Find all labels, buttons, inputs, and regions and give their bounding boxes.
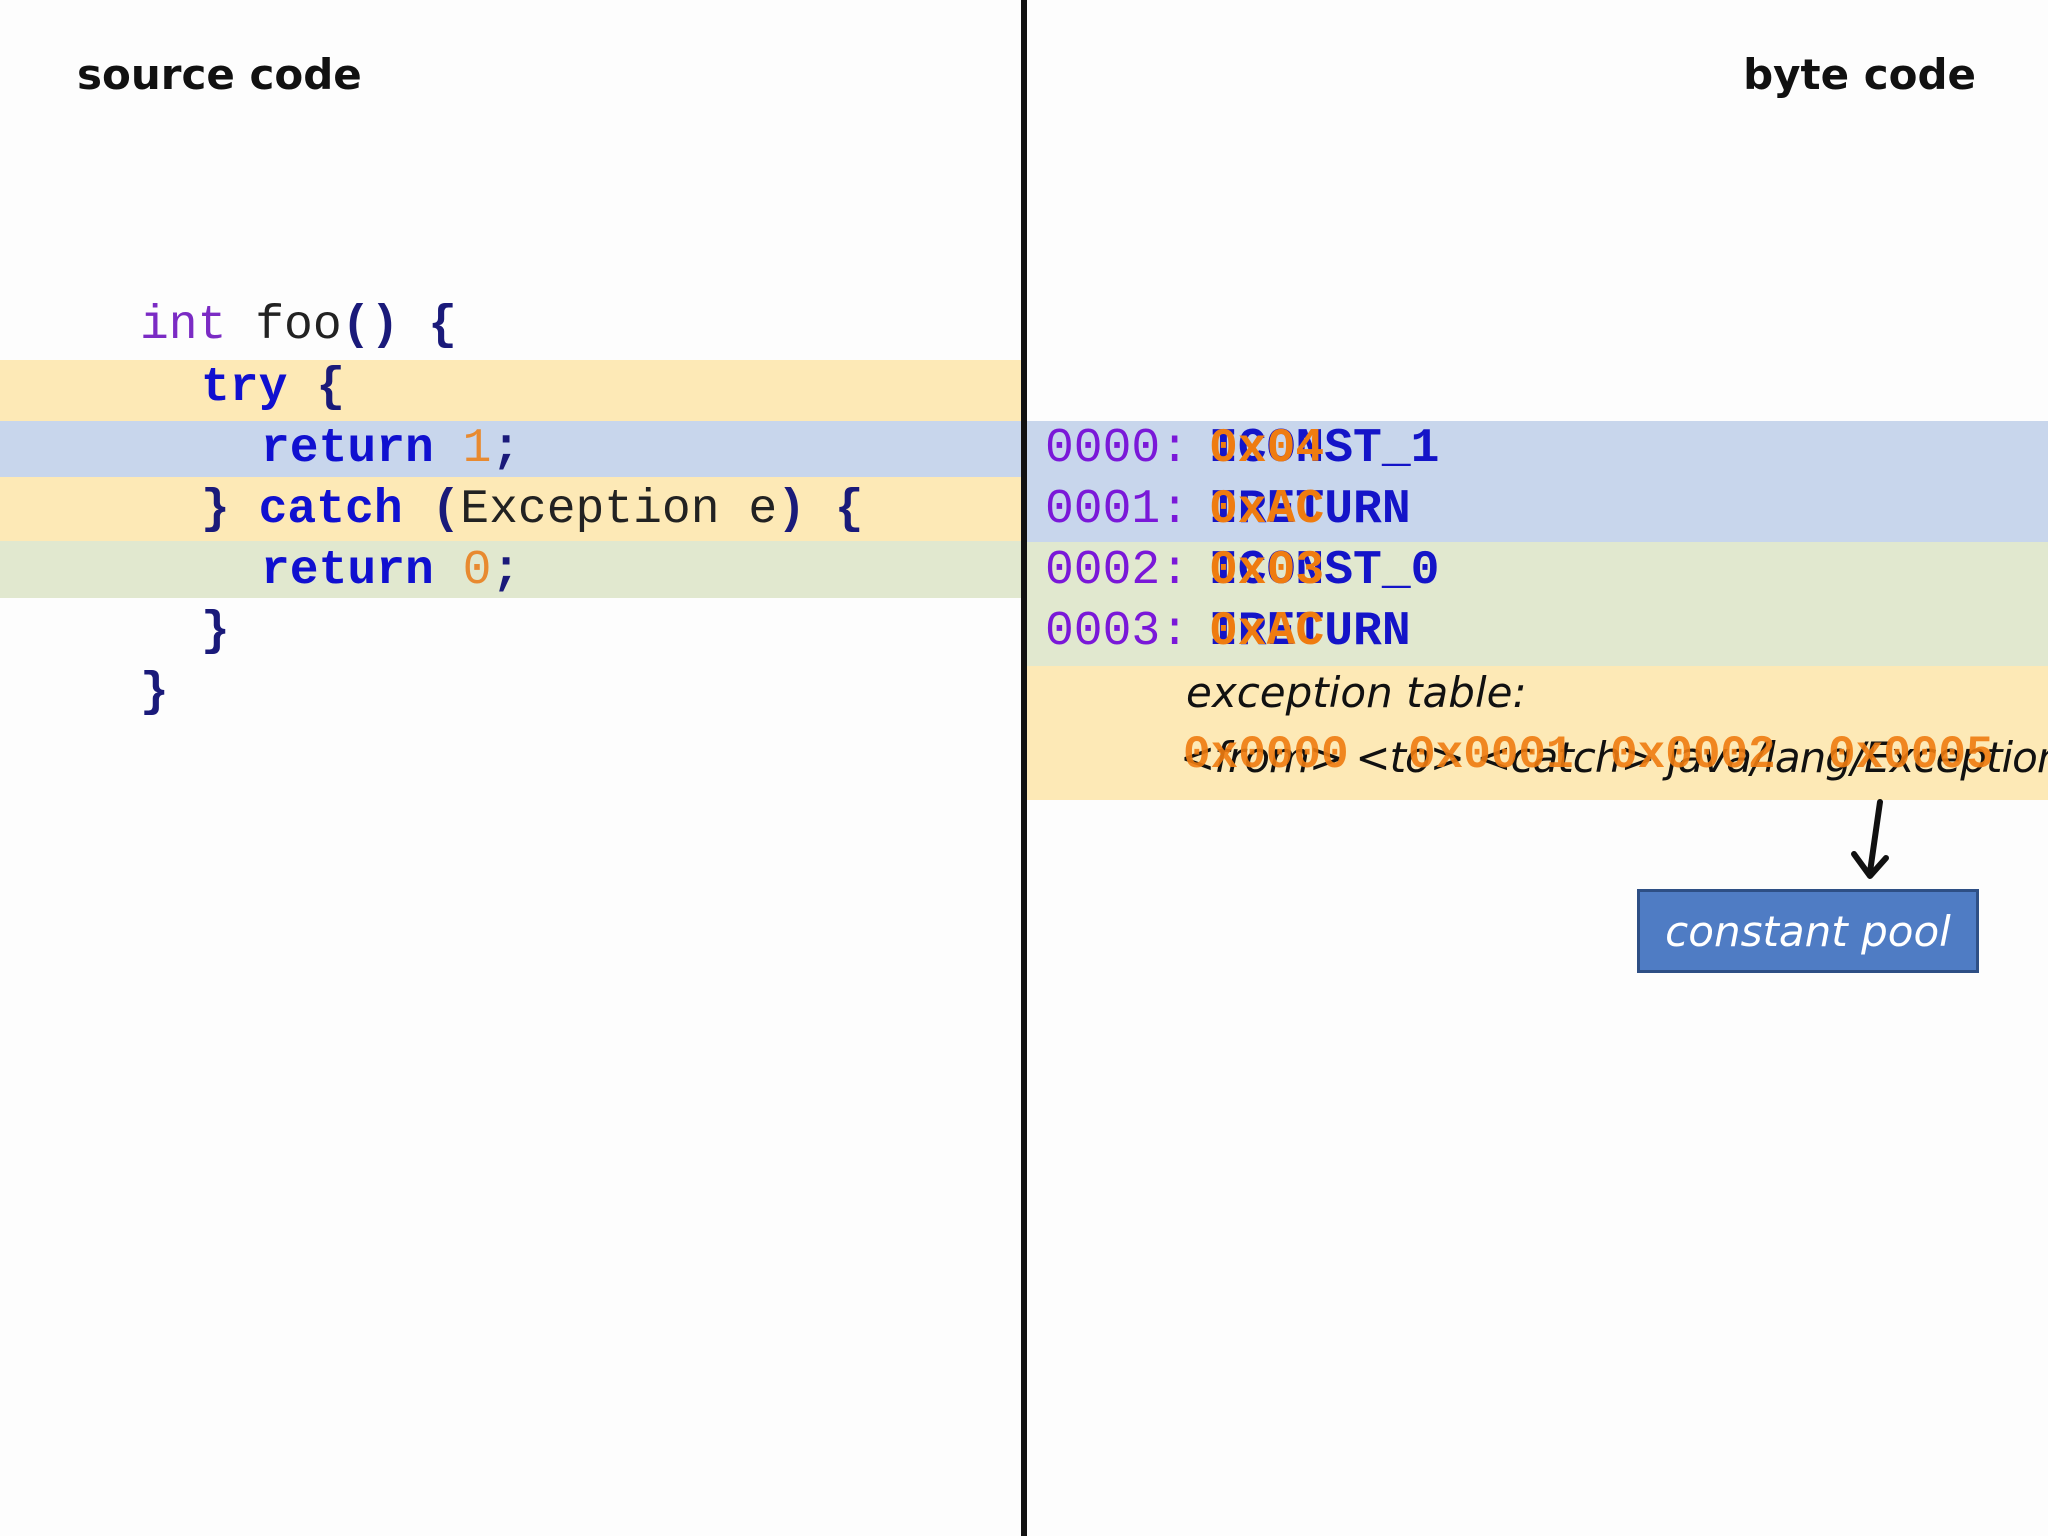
exception-from-hex: 0x0000 (1183, 729, 1349, 781)
source-line-6: } (201, 602, 230, 663)
bytecode-offset: 0003: (1045, 605, 1190, 659)
exception-table-header: <from> <to> <catch> java/lang/Exception (1180, 733, 2048, 782)
method-open-brace: { (428, 299, 457, 353)
exception-to-hex: 0x0001 (1408, 729, 1574, 781)
exception-type-hex: 0x0005 (1828, 729, 1994, 781)
catch-keyword: catch (258, 483, 403, 537)
arrow-down-icon (1851, 799, 1889, 879)
return-keyword: return (261, 422, 434, 476)
source-line-3: return 1; (261, 419, 520, 480)
try-open-brace: { (316, 361, 346, 415)
method-close-brace: } (140, 666, 169, 720)
bytecode-hex: 0x03 (1209, 544, 1325, 598)
bytecode-hex: 0xAC (1209, 605, 1325, 659)
try-band-top (0, 360, 1021, 421)
catch-open-paren: ( (431, 483, 461, 537)
catch-band-left (0, 477, 1021, 541)
bytecode-offset: 0001: (1045, 483, 1190, 537)
return-value-0: 0 (462, 544, 492, 598)
constant-pool-box: constant pool (1637, 889, 1979, 973)
semicolon: ; (491, 422, 521, 476)
byte-code-heading: byte code (1743, 50, 1976, 99)
method-parens: () (341, 299, 400, 353)
return-1-band-right (1027, 421, 2048, 542)
return-value-1: 1 (462, 422, 492, 476)
catch-close-paren: ) (777, 483, 806, 537)
catch-open-brace: { (834, 483, 864, 537)
bytecode-mnemonic: ICONST_0 (1209, 544, 1440, 598)
type-keyword: int (140, 299, 227, 353)
exception-table-band (1027, 666, 2048, 800)
bytecode-mnemonic: IRETURN (1209, 605, 1411, 659)
bytecode-hex: 0x04 (1209, 422, 1325, 476)
bytecode-offset: 0000: (1045, 422, 1190, 476)
bytecode-hex: 0xAC (1209, 483, 1325, 537)
bytecode-offset: 0002: (1045, 544, 1190, 598)
return-1-band-left (0, 421, 1021, 477)
return-keyword: return (261, 544, 434, 598)
column-divider (1021, 0, 1027, 1536)
bytecode-mnemonic: IRETURN (1209, 483, 1411, 537)
source-line-5: return 0; (261, 541, 520, 602)
source-line-1: int foo() { (140, 296, 457, 357)
bytecode-mnemonic: ICONST_1 (1209, 422, 1440, 476)
constant-pool-label: constant pool (1665, 906, 1951, 956)
source-code-heading: source code (77, 50, 362, 99)
source-line-4: } catch (Exception e) { (201, 480, 864, 541)
return-0-band-right (1027, 542, 2048, 666)
exception-catch-hex: 0x0002 (1610, 729, 1776, 781)
try-close-brace: } (201, 483, 230, 537)
return-0-band-left (0, 541, 1021, 598)
method-name: foo (255, 299, 342, 353)
source-line-7: } (140, 663, 169, 724)
exception-type: Exception (460, 483, 720, 537)
exception-table-title: exception table: (1186, 668, 1527, 717)
source-line-2: try { (201, 358, 345, 419)
exception-var: e (748, 483, 778, 537)
catch-close-brace: } (201, 605, 230, 659)
semicolon: ; (491, 544, 521, 598)
try-keyword: try (201, 361, 288, 415)
